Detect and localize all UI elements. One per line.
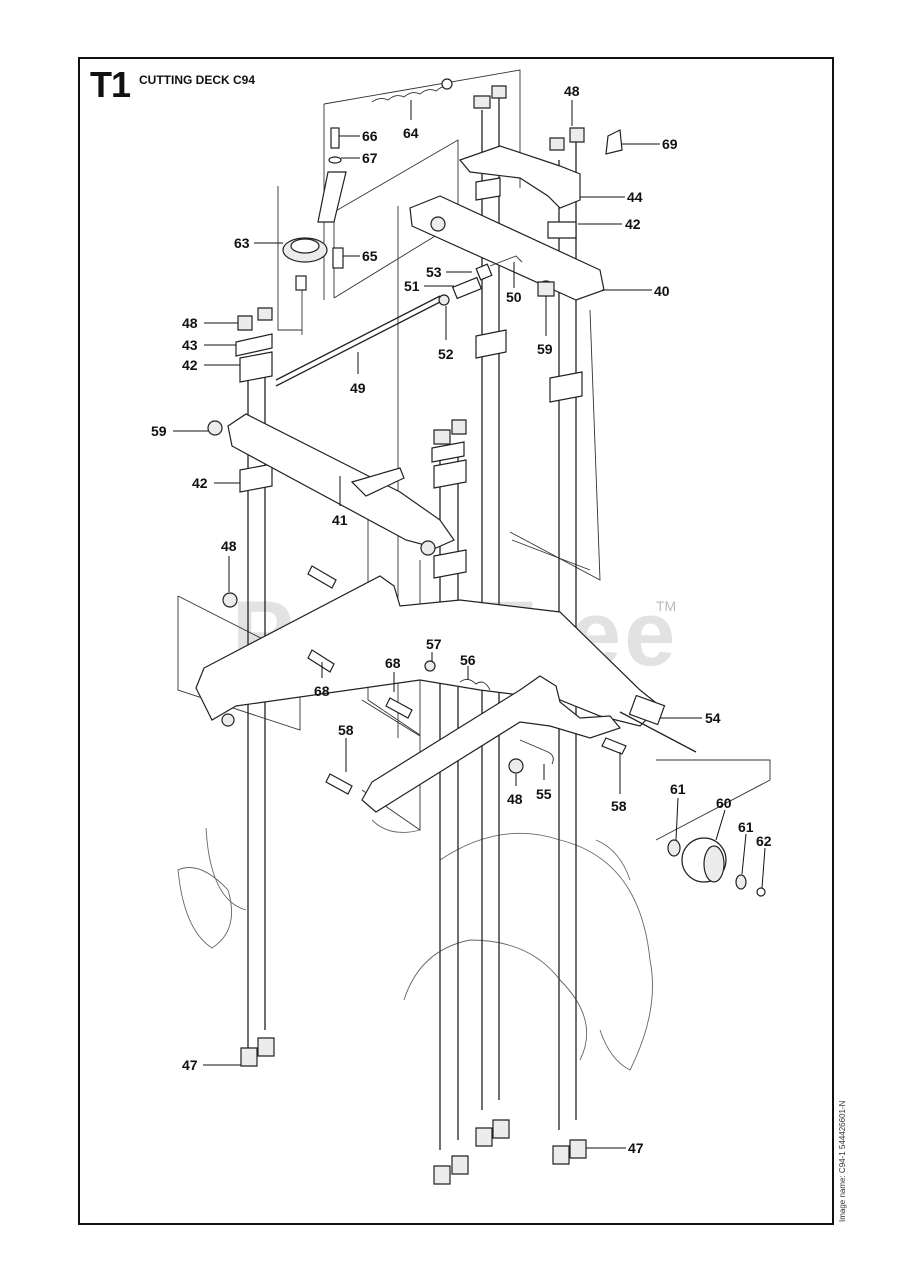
callout-layer: 64 66 67 63 65 48 69 44 42 53 51 50 40 5… <box>151 83 772 1156</box>
deck-housing <box>177 819 653 1071</box>
callout-49: 49 <box>350 380 366 396</box>
callout-53: 53 <box>426 264 442 280</box>
adjuster-rod-49 <box>275 255 523 387</box>
callout-47-right: 47 <box>628 1140 644 1156</box>
callout-50: 50 <box>506 289 522 305</box>
pivot-rod-41 <box>207 413 455 556</box>
callout-54: 54 <box>705 710 721 726</box>
callout-61-left: 61 <box>670 781 686 797</box>
callout-40: 40 <box>654 283 670 299</box>
callout-41: 41 <box>332 512 348 528</box>
callout-51: 51 <box>404 278 420 294</box>
callout-62: 62 <box>756 833 772 849</box>
callout-48-mid: 48 <box>221 538 237 554</box>
callout-48-low: 48 <box>507 791 523 807</box>
callout-61-right: 61 <box>738 819 754 835</box>
callout-48-left: 48 <box>182 315 198 331</box>
callout-66: 66 <box>362 128 378 144</box>
page-title: CUTTING DECK C94 <box>139 73 256 87</box>
callout-55: 55 <box>536 786 552 802</box>
callout-58-left: 58 <box>338 722 354 738</box>
callout-56: 56 <box>460 652 476 668</box>
idler-assembly <box>277 127 347 335</box>
diagram-frame <box>78 57 834 1225</box>
callout-59-right: 59 <box>537 341 553 357</box>
callout-44: 44 <box>627 189 643 205</box>
lift-arms <box>195 565 697 813</box>
section-code: T1 <box>90 64 131 105</box>
callout-68-mid: 68 <box>385 655 401 671</box>
callout-65: 65 <box>362 248 378 264</box>
callout-43: 43 <box>182 337 198 353</box>
callout-47-left: 47 <box>182 1057 198 1073</box>
pivot-rod-40 <box>409 195 605 301</box>
callout-69: 69 <box>662 136 678 152</box>
callout-67: 67 <box>362 150 378 166</box>
callout-42-left: 42 <box>182 357 198 373</box>
bracket-stacks <box>235 281 583 579</box>
bracket-44 <box>458 85 623 209</box>
callout-60: 60 <box>716 795 732 811</box>
callout-42-right: 42 <box>625 216 641 232</box>
callout-52: 52 <box>438 346 454 362</box>
spring-64 <box>371 78 453 103</box>
bottom-bolts-47 <box>240 1037 587 1185</box>
deck-wheel <box>667 837 766 897</box>
callout-63: 63 <box>234 235 250 251</box>
callout-68-left: 68 <box>314 683 330 699</box>
callout-48-top: 48 <box>564 83 580 99</box>
watermark-trademark: TM <box>656 598 677 614</box>
callout-64: 64 <box>403 125 419 141</box>
callout-42-lower: 42 <box>192 475 208 491</box>
callout-58-right: 58 <box>611 798 627 814</box>
callout-57: 57 <box>426 636 442 652</box>
callout-59-left: 59 <box>151 423 167 439</box>
